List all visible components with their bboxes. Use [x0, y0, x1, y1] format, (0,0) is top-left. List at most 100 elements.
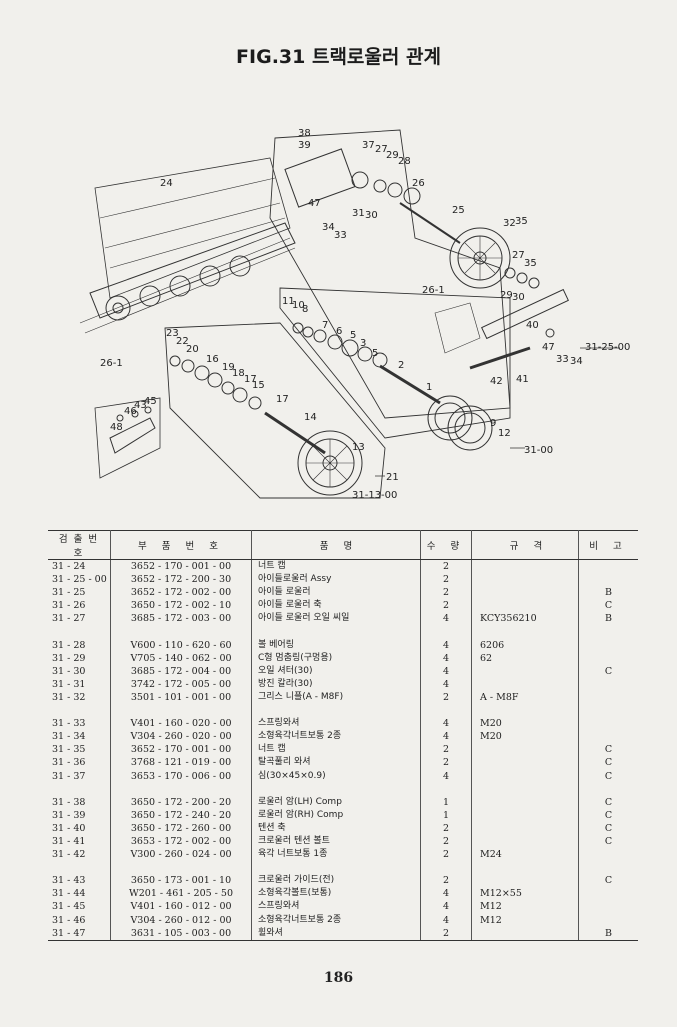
cell-ref-no: 31 - 28 [48, 638, 111, 652]
cell-remarks [579, 639, 639, 652]
cell-part-name: 방진 칼라(30) [251, 677, 421, 691]
cell-part-name: 스프링와셔 [251, 717, 421, 731]
cell-ref-no: 31 - 26 [48, 599, 111, 613]
callout-label: 15 [252, 380, 265, 391]
cell-remarks: C [604, 600, 613, 612]
cell-spec [471, 795, 579, 809]
cell-ref-no: 31 - 33 [48, 717, 111, 731]
cell-part-name: 볼 베어링 [251, 638, 421, 652]
callout-label: 32 [503, 218, 516, 229]
cell-ref-no: 31 - 32 [48, 690, 111, 705]
callout-label: 38 [298, 128, 311, 139]
cell-ref-no: 31 - 31 [48, 677, 111, 691]
callout-label: 34 [570, 356, 583, 367]
cell-spec [471, 599, 579, 613]
cell-quantity: 4 [420, 887, 472, 901]
cell-remarks: C [604, 770, 613, 782]
cell-remarks: B [605, 613, 612, 625]
cell-ref-no: 31 - 41 [48, 834, 111, 849]
cell-spec [471, 874, 579, 888]
cell-quantity: 2 [420, 834, 472, 849]
cell-quantity: 2 [420, 926, 472, 941]
cell-part-name: 로울러 암(LH) Comp [251, 795, 421, 809]
callout-label: 47 [542, 342, 555, 353]
spacer-cell [420, 704, 472, 718]
cell-part-no: 3631 - 105 - 003 - 00 [110, 926, 252, 941]
cell-spec: A - M8F [471, 690, 579, 705]
callout-label: 37 [362, 140, 375, 151]
cell-quantity: 4 [420, 900, 472, 914]
cell-spec [471, 559, 579, 574]
group-spacer-row [48, 625, 638, 639]
page-number: 186 [323, 970, 354, 986]
cell-part-no: V401 - 160 - 012 - 00 [110, 900, 252, 914]
cell-remarks: B [605, 587, 612, 599]
cell-quantity: 4 [420, 664, 472, 678]
page-title: FIG.31 트랙로울러 관계 [236, 46, 441, 68]
callout-label: 39 [298, 140, 311, 151]
cell-ref-no: 31 - 29 [48, 651, 111, 665]
header-part-name: 품 명 [251, 530, 421, 560]
cell-part-name: 아이들 로울러 축 [251, 599, 421, 613]
cell-part-no: 3652 - 170 - 001 - 00 [110, 743, 252, 757]
callout-label: 29 [500, 290, 513, 301]
callout-label: 6 [336, 326, 342, 337]
cell-ref-no: 31 - 30 [48, 664, 111, 678]
group-spacer-row [48, 704, 638, 718]
spacer-cell [48, 625, 111, 639]
cell-quantity: 4 [420, 638, 472, 652]
cell-remarks: C [604, 875, 613, 887]
spacer-cell [110, 861, 252, 875]
cell-spec [471, 926, 579, 941]
callout-label: 41 [516, 374, 529, 385]
cell-quantity: 4 [420, 769, 472, 783]
callout-label: 31-13-00 [352, 490, 397, 501]
cell-part-no: 3768 - 121 - 019 - 00 [110, 756, 252, 770]
spacer-cell [110, 782, 252, 796]
cell-part-name: 소형육각너트보통 2종 [251, 730, 421, 744]
spacer-cell [251, 861, 421, 875]
cell-part-name: 너트 캡 [251, 743, 421, 757]
cell-quantity: 2 [420, 821, 472, 835]
cell-remarks [579, 573, 639, 586]
callout-label: 43 [134, 400, 147, 411]
header-quantity: 수 량 [420, 530, 472, 560]
callout-label: 24 [160, 178, 173, 189]
cell-part-name: 스프링와셔 [251, 900, 421, 914]
callout-label: 3 [360, 338, 366, 349]
spacer-cell [48, 861, 111, 875]
cell-spec [471, 573, 579, 587]
cell-part-name: C형 멈춤링(구멍용) [251, 651, 421, 665]
cell-part-name: 소형육각너트보통 2종 [251, 913, 421, 927]
cell-ref-no: 31 - 25 - 00 [48, 573, 111, 587]
cell-part-no: 3652 - 170 - 001 - 00 [110, 559, 252, 574]
callout-label: 30 [365, 210, 378, 221]
callout-label: 19 [222, 362, 235, 373]
callout-label: 31-00 [524, 445, 553, 456]
cell-ref-no: 31 - 34 [48, 730, 111, 744]
cell-part-name: 아이들로울러 Assy [251, 573, 421, 587]
cell-spec: M20 [471, 717, 579, 731]
spacer-cell [251, 704, 421, 718]
cell-part-no: 3650 - 172 - 240 - 20 [110, 808, 252, 822]
callout-label: 8 [302, 304, 308, 315]
cell-remarks [579, 652, 639, 665]
cell-ref-no: 31 - 38 [48, 795, 111, 809]
header-part-no: 부 품 번 호 [110, 530, 252, 560]
callout-label: 23 [166, 328, 179, 339]
callout-label: 31 [352, 208, 365, 219]
spacer-cell [471, 625, 579, 639]
cell-part-no: V304 - 260 - 012 - 00 [110, 913, 252, 927]
cell-quantity: 2 [420, 756, 472, 770]
callout-label: 30 [512, 292, 525, 303]
